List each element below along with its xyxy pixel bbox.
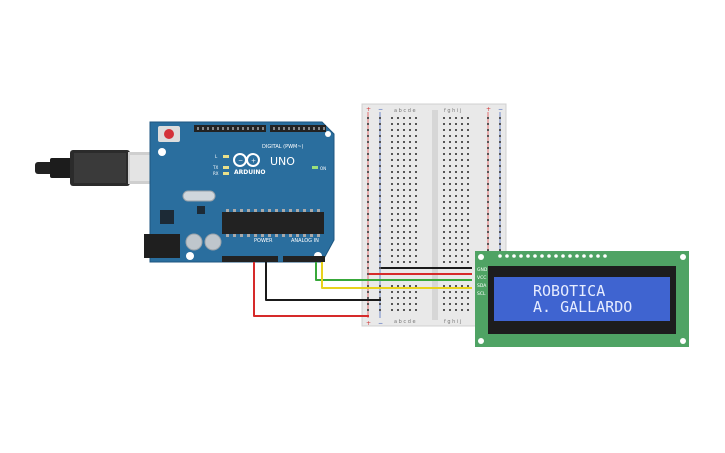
on-led-label: ON xyxy=(320,166,326,171)
arduino-model-text: UNO xyxy=(270,155,295,168)
rail-minus-label: − xyxy=(378,320,383,327)
smd-chip xyxy=(197,206,205,214)
wire-red-5v[interactable] xyxy=(253,262,369,317)
wire-black-gnd[interactable] xyxy=(265,262,381,301)
lcd-line-2: A. GALLARDO xyxy=(533,298,632,316)
arduino-logo: − + xyxy=(233,153,260,167)
mount-hole xyxy=(186,252,194,260)
rail-plus-label: + xyxy=(486,106,491,113)
status-leds xyxy=(223,155,318,175)
capacitor xyxy=(204,233,222,251)
lcd-pin-labels: GND VCC SDA SCL xyxy=(477,267,488,297)
rail-minus-label: − xyxy=(498,106,503,113)
mount-hole xyxy=(680,338,686,344)
svg-text:+: + xyxy=(251,158,256,165)
mount-hole xyxy=(158,148,166,156)
lcd-header-pins xyxy=(498,254,607,258)
wire-green-sda[interactable] xyxy=(315,262,472,281)
power-jack[interactable] xyxy=(144,234,180,258)
atmega-chip xyxy=(222,209,324,237)
column-letters-bottom-right: f g h i j xyxy=(444,319,461,325)
lcd-i2c-module[interactable]: ROBOTICA A. GALLARDO GND VCC SDA SCL xyxy=(475,251,689,347)
wires[interactable] xyxy=(253,262,472,317)
lcd-pin-vcc: VCC xyxy=(477,275,486,281)
mount-hole xyxy=(478,254,484,260)
led-label-tx: TX xyxy=(212,165,218,170)
svg-text:−: − xyxy=(238,158,243,165)
lcd-pin-sda: SDA xyxy=(477,283,487,289)
reset-button[interactable] xyxy=(158,126,180,142)
mount-hole xyxy=(680,254,686,260)
lcd-screen xyxy=(494,277,670,321)
power-label: POWER xyxy=(254,238,273,244)
arduino-uno-board[interactable]: DIGITAL (PWM~) − + ARDUINO UNO L TX RX O… xyxy=(144,121,335,263)
capacitor xyxy=(185,233,203,251)
power-header[interactable] xyxy=(222,256,278,262)
lcd-pin-scl: SCL xyxy=(477,291,486,297)
rail-plus-label: + xyxy=(366,106,371,113)
crystal-oscillator xyxy=(182,190,216,202)
digital-header[interactable] xyxy=(194,125,326,132)
voltage-regulator xyxy=(160,210,174,224)
column-letters-top-left: a b c d e xyxy=(394,108,416,114)
column-letters-top-right: f g h i j xyxy=(444,108,461,114)
lcd-line-1: ROBOTICA xyxy=(533,282,605,300)
mount-hole xyxy=(325,131,331,137)
analog-label: ANALOG IN xyxy=(291,238,319,244)
mount-hole xyxy=(478,338,484,344)
rail-plus-label: + xyxy=(366,320,371,327)
lcd-pin-gnd: GND xyxy=(477,267,488,273)
analog-header[interactable] xyxy=(283,256,325,262)
breadboard-holes[interactable] xyxy=(367,117,501,311)
wire-yellow-scl[interactable] xyxy=(321,262,472,289)
digital-label: DIGITAL (PWM~) xyxy=(262,144,304,150)
led-label-rx: RX xyxy=(213,171,219,176)
arduino-brand-text: ARDUINO xyxy=(234,169,265,176)
breadboard-center-channel xyxy=(432,110,438,320)
rail-minus-label: − xyxy=(378,106,383,113)
led-label-l: L xyxy=(215,154,218,159)
column-letters-bottom-left: a b c d e xyxy=(394,319,416,325)
